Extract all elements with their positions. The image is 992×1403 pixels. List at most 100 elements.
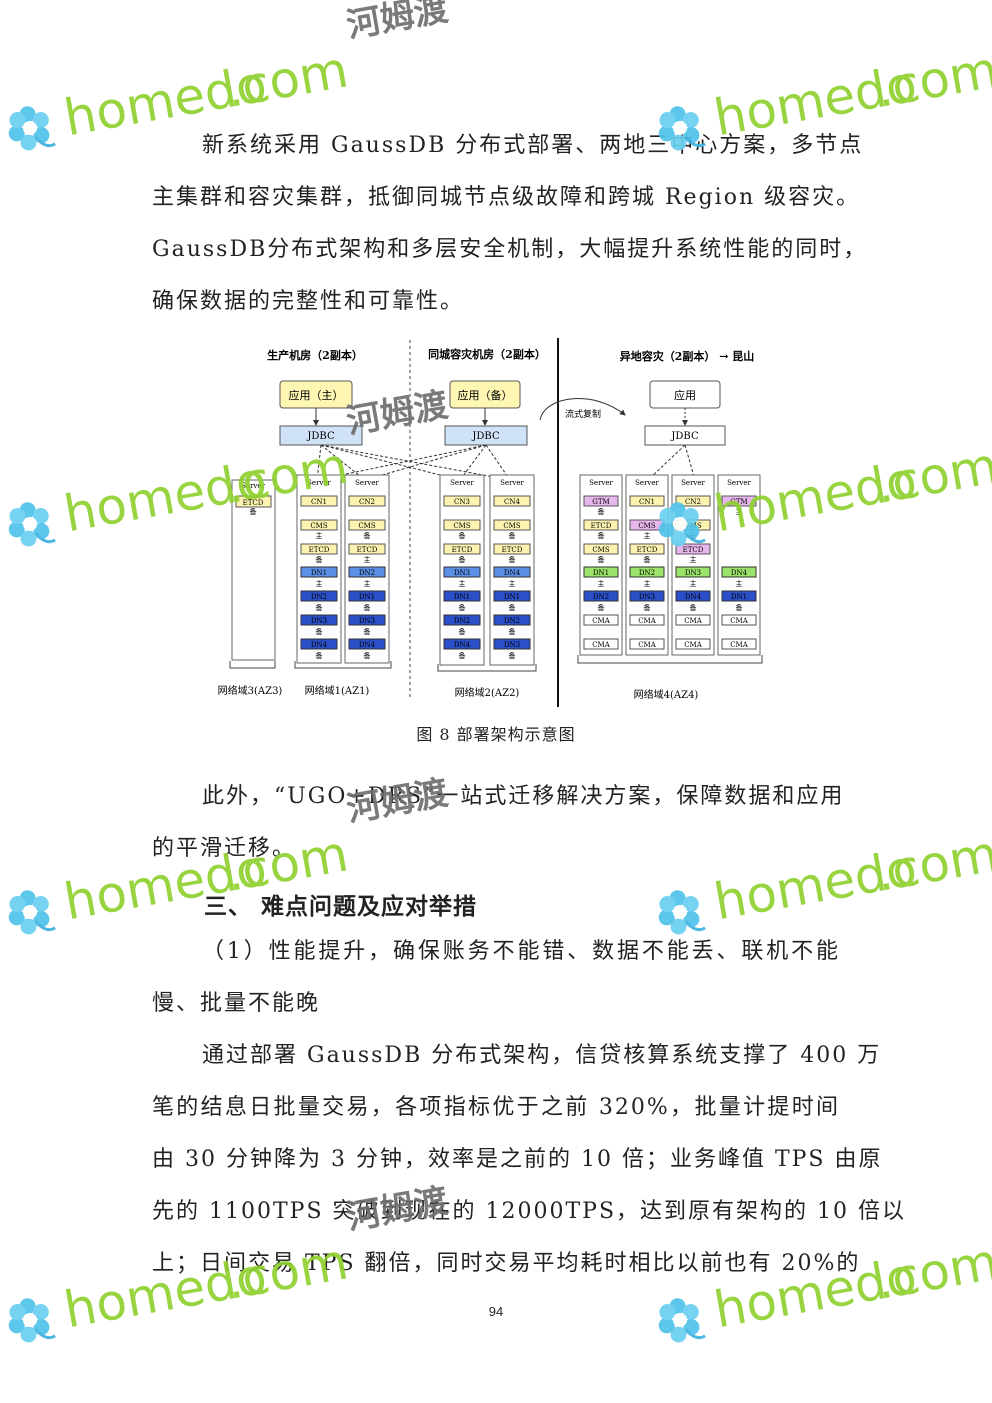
comp-role: 备 bbox=[364, 627, 371, 636]
paragraph-line: GaussDB分布式架构和多层安全机制，大幅提升系统性能的同时， bbox=[152, 237, 868, 262]
comp-label: DN3 bbox=[639, 593, 655, 601]
comp-label: CMS bbox=[592, 546, 610, 554]
comp-label: CMA bbox=[592, 617, 611, 625]
comp-role: 主 bbox=[690, 579, 697, 588]
comp-label: ETCD bbox=[309, 546, 330, 554]
comp-label: CMA bbox=[684, 641, 703, 649]
server-label: Server bbox=[635, 479, 659, 487]
app-primary-label: 应用（主） bbox=[289, 388, 344, 402]
comp-role: 主 bbox=[690, 555, 697, 564]
comp-label: DN3 bbox=[311, 617, 327, 625]
comp-role: 备 bbox=[598, 555, 605, 564]
comp-role: 备 bbox=[509, 555, 516, 564]
watermark-dotcom: .com bbox=[871, 1232, 992, 1310]
comp-role: 主 bbox=[598, 579, 605, 588]
comp-role: 备 bbox=[459, 555, 466, 564]
comp-label: CMA bbox=[730, 641, 749, 649]
comp-label: CN2 bbox=[359, 498, 375, 506]
deployment-architecture-diagram: 生产机房（2副本） 同城容灾机房（2副本） 异地容灾（2副本） → 昆山 应用（… bbox=[218, 338, 763, 707]
comp-label: CMS bbox=[684, 522, 702, 530]
az3-server bbox=[231, 479, 276, 661]
homedo-logo-icon: homedo .com bbox=[653, 1232, 992, 1347]
paragraph-line: （1）性能提升，确保账务不能错、数据不能丢、联机不能 bbox=[202, 939, 840, 964]
server-label: Server bbox=[450, 479, 474, 487]
comp-label: CN1 bbox=[639, 498, 655, 506]
comp-label: ETCD bbox=[637, 546, 658, 554]
comp-role: 备 bbox=[364, 651, 371, 660]
server-label: Server bbox=[307, 479, 331, 487]
figure-caption: 图 8 部署架构示意图 bbox=[416, 725, 576, 744]
server-label: Server bbox=[355, 479, 379, 487]
jdbc-primary-label: JDBC bbox=[306, 431, 335, 442]
comp-label: CMS bbox=[358, 522, 376, 530]
server-label: Server bbox=[727, 479, 751, 487]
comp-role: 主 bbox=[316, 531, 323, 540]
site-dr-remote-title: 异地容灾（2副本） → 昆山 bbox=[620, 349, 755, 363]
paragraph-line: 由 30 分钟降为 3 分钟，效率是之前的 10 倍；业务峰值 TPS 由原 bbox=[152, 1147, 883, 1172]
comp-label: CMA bbox=[638, 617, 657, 625]
comp-label: ETCD bbox=[243, 499, 264, 507]
comp-label: CMA bbox=[684, 617, 703, 625]
comp-label: ETCD bbox=[452, 546, 473, 554]
app-remote-label: 应用 bbox=[674, 388, 696, 402]
comp-label: DN3 bbox=[504, 641, 520, 649]
comp-label: DN4 bbox=[359, 641, 376, 649]
zone-az2-label: 网络域2(AZ2) bbox=[455, 686, 520, 699]
comp-role: 备 bbox=[459, 627, 466, 636]
comp-role: 备 bbox=[364, 531, 371, 540]
comp-label: CN2 bbox=[685, 498, 701, 506]
comp-label: DN2 bbox=[311, 593, 327, 601]
comp-role: 备 bbox=[736, 603, 743, 612]
comp-role: 备 bbox=[509, 627, 516, 636]
comp-role: 主 bbox=[736, 579, 743, 588]
paragraph-line: 主集群和容灾集群，抵御同城节点级故障和跨城 Region 级容灾。 bbox=[152, 185, 861, 210]
server-label: Server bbox=[589, 479, 613, 487]
comp-label: ETCD bbox=[357, 546, 378, 554]
watermark-dotcom: .com bbox=[871, 824, 992, 902]
comp-label: CMS bbox=[503, 522, 521, 530]
comp-label: DN2 bbox=[639, 569, 655, 577]
site-dr-local-title: 同城容灾机房（2副本） bbox=[428, 347, 546, 361]
comp-label: DN1 bbox=[454, 593, 470, 601]
comp-role: 主 bbox=[459, 579, 466, 588]
paragraph-line: 先的 1100TPS 突破到现在的 12000TPS，达到原有架构的 10 倍以 bbox=[152, 1199, 907, 1224]
comp-role: 备 bbox=[316, 603, 323, 612]
comp-role: 备 bbox=[644, 555, 651, 564]
comp-label: CN1 bbox=[311, 498, 327, 506]
zone-az1-label: 网络域1(AZ1) bbox=[305, 684, 370, 697]
comp-label: CMS bbox=[453, 522, 471, 530]
paragraph-line: 新系统采用 GaussDB 分布式部署、两地三中心方案，多节点 bbox=[202, 133, 864, 158]
paragraph-line: 确保数据的完整性和可靠性。 bbox=[152, 289, 465, 314]
az1-servers: Server Server CN1 CMS 主 ETCD 备 DN1 主 DN2 备 D… bbox=[296, 474, 390, 664]
zone-az4-label: 网络域4(AZ4) bbox=[634, 688, 699, 701]
comp-role: 主 bbox=[364, 579, 371, 588]
jdbc-connection-lines bbox=[316, 444, 696, 481]
comp-role: 备 bbox=[509, 603, 516, 612]
comp-label: CMA bbox=[638, 641, 657, 649]
comp-role: 备 bbox=[459, 651, 466, 660]
comp-role: 备 bbox=[316, 627, 323, 636]
replication-arrow bbox=[539, 398, 626, 421]
comp-label: DN3 bbox=[454, 569, 470, 577]
comp-label: DN1 bbox=[311, 569, 327, 577]
comp-label: CN3 bbox=[454, 498, 470, 506]
comp-role: 备 bbox=[644, 603, 651, 612]
comp-role: 主 bbox=[644, 579, 651, 588]
comp-role: 主 bbox=[316, 579, 323, 588]
comp-label: GTM bbox=[730, 498, 747, 506]
comp-label: DN2 bbox=[359, 569, 375, 577]
jdbc-standby-label: JDBC bbox=[471, 431, 500, 442]
comp-label: DN3 bbox=[359, 617, 375, 625]
comp-role: 主 bbox=[364, 555, 371, 564]
comp-role: 备 bbox=[509, 651, 516, 660]
server-label: Server bbox=[241, 482, 265, 490]
comp-label: ETCD bbox=[502, 546, 523, 554]
comp-role: 备 bbox=[598, 507, 605, 516]
comp-role: 备 bbox=[250, 507, 257, 516]
watermark-dotcom: .com bbox=[871, 436, 992, 514]
paragraph-line: 通过部署 GaussDB 分布式架构，信贷核算系统支撑了 400 万 bbox=[202, 1043, 882, 1068]
jdbc-remote-label: JDBC bbox=[670, 431, 699, 442]
comp-label: DN4 bbox=[454, 641, 471, 649]
